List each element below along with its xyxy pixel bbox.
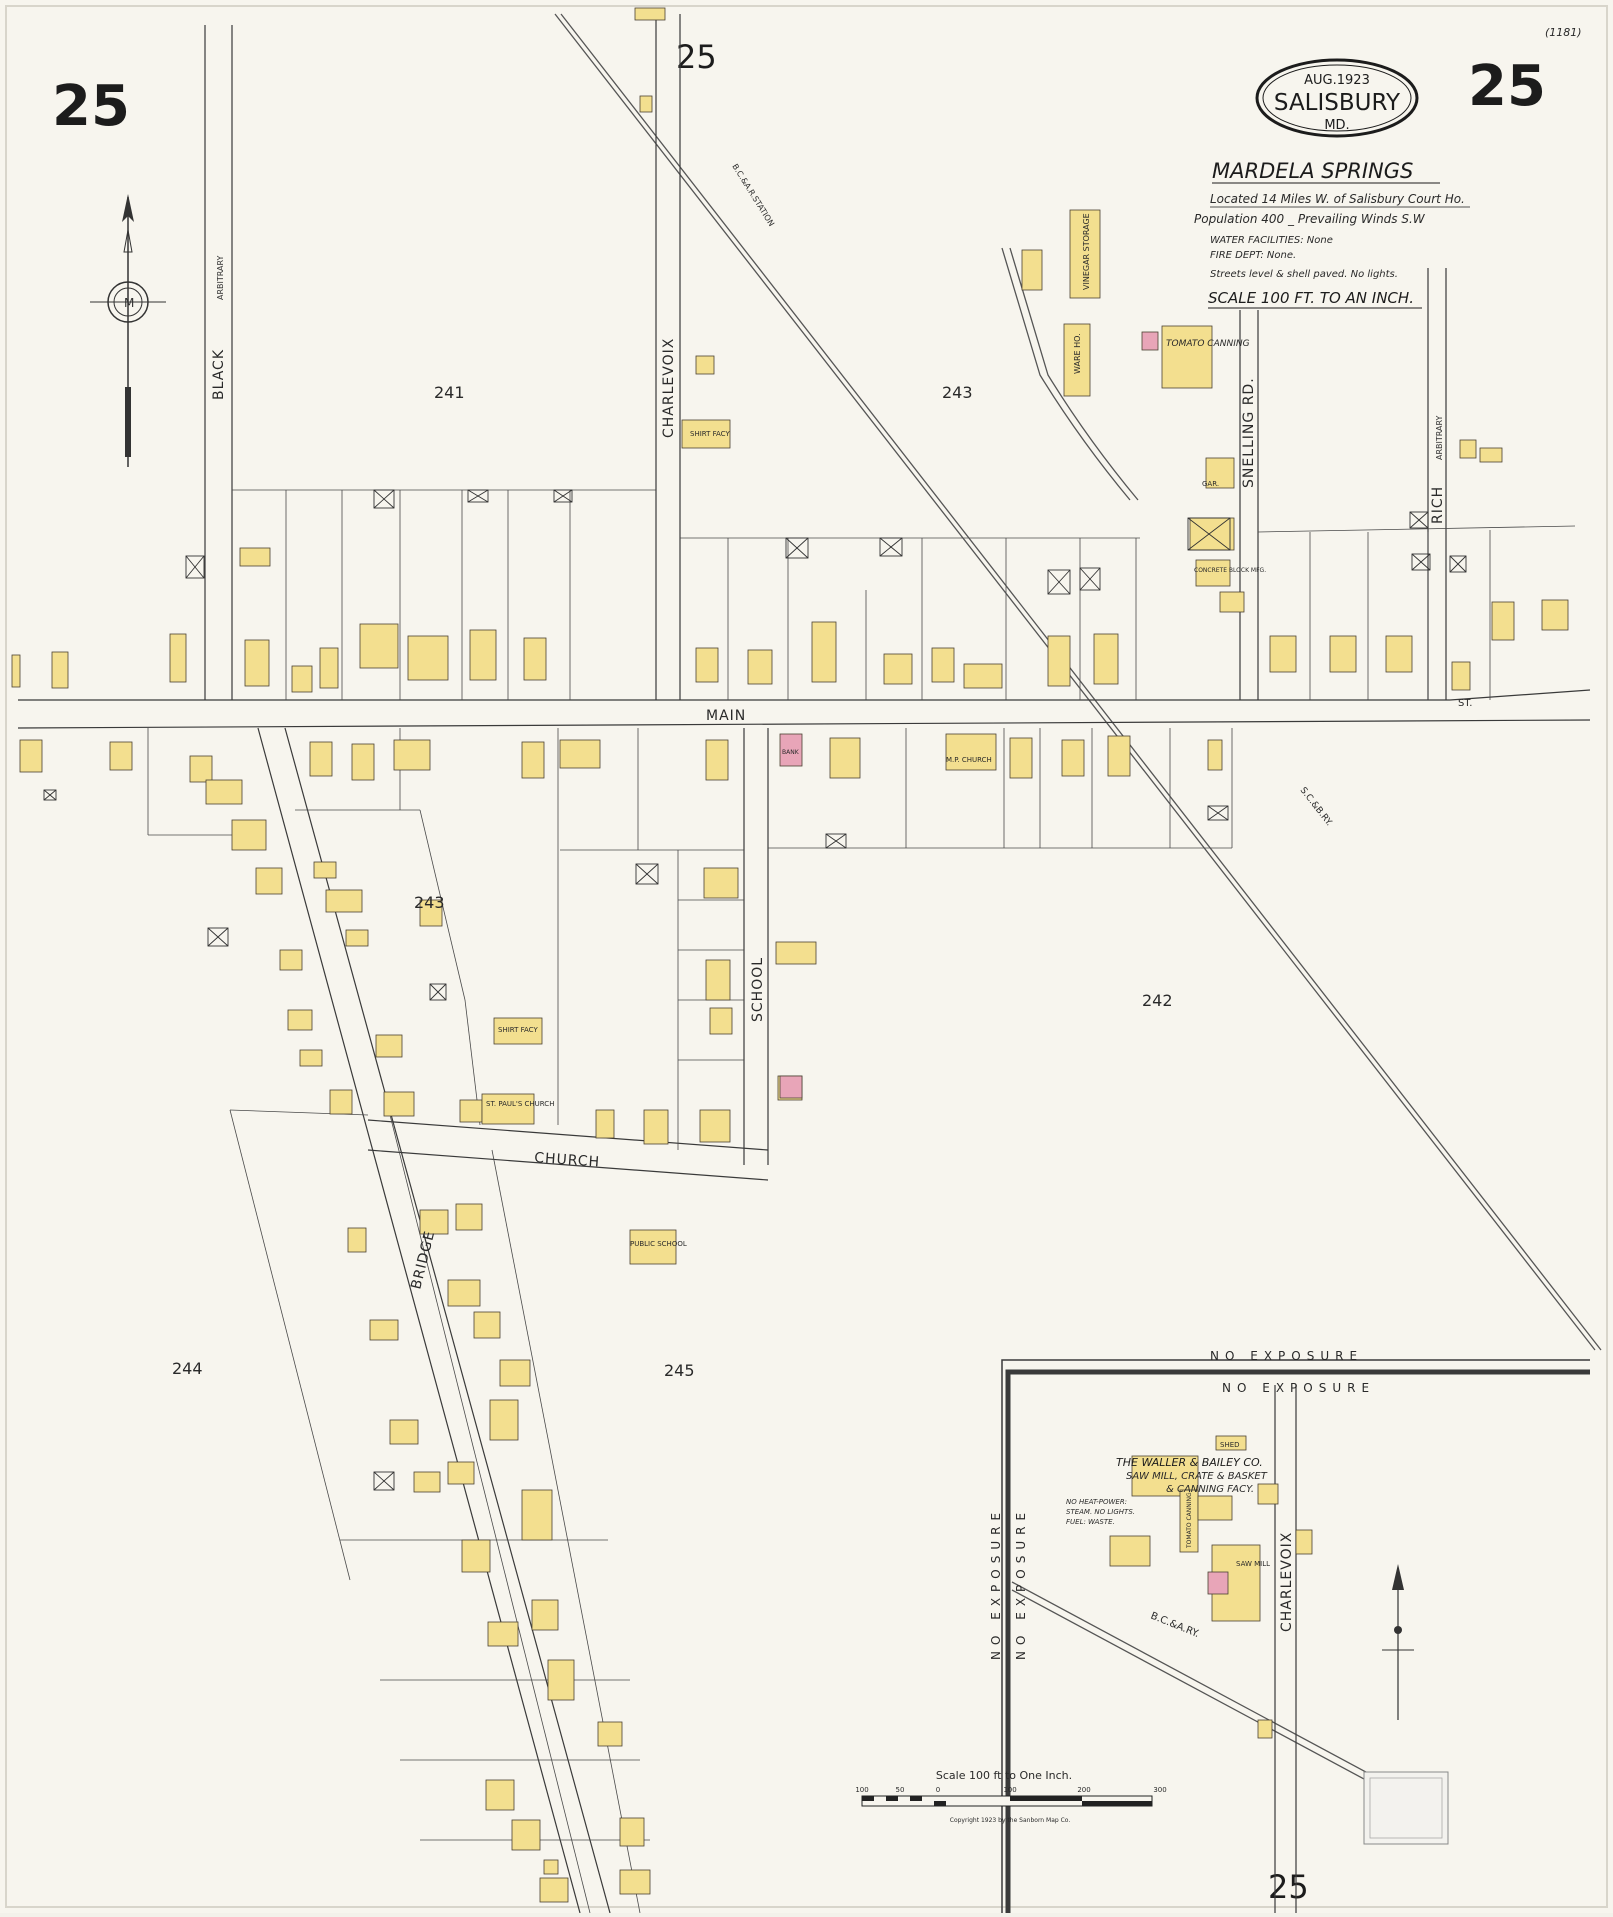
- sheet-number-top: 25: [676, 38, 717, 76]
- frame-buildings: [11, 7, 1569, 1903]
- mill-note3: FUEL: WASTE.: [1066, 1518, 1115, 1526]
- label-shirt1: SHIRT FACY: [690, 430, 730, 438]
- legend-scale: SCALE 100 FT. TO AN INCH.: [1208, 289, 1414, 307]
- street-arbitrary-east: ARBITRARY: [1435, 415, 1444, 460]
- scale-label: Scale 100 ft to One Inch.: [936, 1769, 1072, 1782]
- legend: MARDELA SPRINGS Located 14 Miles W. of S…: [1194, 159, 1470, 309]
- block-245: 245: [664, 1361, 695, 1380]
- brick-buildings: [779, 331, 1229, 1595]
- legend-line2: Population 400 _ Prevailing Winds S.W: [1194, 212, 1426, 226]
- scale-tick-5: 300: [1153, 1786, 1166, 1794]
- sheet-number-bottom: 25: [1268, 1868, 1309, 1906]
- sheet-number-right: 25: [1468, 54, 1546, 119]
- mill-name: THE WALLER & BAILEY CO.: [1116, 1456, 1263, 1469]
- scale-tick-1: 50: [896, 1786, 905, 1794]
- north-arrow-icon: [1382, 1564, 1414, 1720]
- exposure-top1: NO EXPOSURE: [1210, 1349, 1363, 1363]
- svg-text:M: M: [124, 296, 134, 310]
- streets: [17, 14, 1591, 1914]
- mill-tomato: TOMATO CANNING: [1186, 1492, 1193, 1549]
- label-warehouse: WARE HO.: [1073, 333, 1082, 374]
- mill-line2: & CANNING FACY.: [1166, 1484, 1254, 1495]
- label-mp-church: M.P. CHURCH: [946, 756, 992, 764]
- auxiliary-buildings: [43, 489, 1467, 1491]
- street-snelling: SNELLING RD.: [1241, 377, 1257, 488]
- block-244: 244: [172, 1359, 203, 1378]
- exposure-top2: NO EXPOSURE: [1222, 1381, 1375, 1395]
- scale-tick-3: 100: [1003, 1786, 1016, 1794]
- sheet-number-left: 25: [52, 74, 130, 139]
- block-243-north: 243: [942, 383, 973, 402]
- label-vinegar: VINEGAR STORAGE: [1082, 213, 1091, 290]
- oval-state: MD.: [1324, 118, 1349, 133]
- sheet-border: [5, 5, 1608, 1908]
- street-black: BLACK: [211, 349, 227, 400]
- mill-note2: STEAM. NO LIGHTS.: [1066, 1508, 1135, 1516]
- exposure-left1: NO EXPOSURE: [989, 1507, 1003, 1660]
- scale-bar: Scale 100 ft to One Inch. 100 50 0 100 2…: [855, 1769, 1166, 1824]
- legend-fire: FIRE DEPT: None.: [1210, 250, 1296, 261]
- label-concrete: CONCRETE BLOCK MFG.: [1194, 567, 1266, 574]
- no-exposure-frame: NO EXPOSURE NO EXPOSURE NO EXPOSURE NO E…: [989, 1349, 1590, 1913]
- scale-tick-0: 100: [855, 1786, 868, 1794]
- block-241: 241: [434, 383, 465, 402]
- street-school: SCHOOL: [750, 957, 766, 1022]
- legend-title: MARDELA SPRINGS: [1212, 159, 1413, 183]
- city-oval: AUG.1923 SALISBURY MD.: [1255, 58, 1419, 138]
- street-st: ST.: [1458, 698, 1472, 709]
- label-garage: GAR.: [1202, 480, 1219, 488]
- mill-shed: SHED: [1220, 1441, 1240, 1449]
- street-church: CHURCH: [534, 1150, 601, 1171]
- compass-rose-icon: M: [90, 194, 166, 467]
- corner-note: (1181): [1545, 26, 1582, 39]
- legend-line1: Located 14 Miles W. of Salisbury Court H…: [1210, 192, 1465, 206]
- street-charlevoix-south: CHARLEVOIX: [1279, 1532, 1295, 1632]
- copyright: Copyright 1923 by the Sanborn Map Co.: [950, 1817, 1071, 1824]
- street-main: MAIN: [706, 708, 746, 724]
- legend-water: WATER FACILITIES: None: [1210, 235, 1333, 246]
- street-rich: RICH: [1430, 486, 1446, 524]
- scale-tick-2: 0: [936, 1786, 940, 1794]
- label-st-paul: ST. PAUL'S CHURCH: [486, 1100, 554, 1108]
- block-242: 242: [1142, 991, 1173, 1010]
- building-labels: TOMATO CANNING VINEGAR STORAGE WARE HO. …: [486, 213, 1266, 1248]
- label-bank: BANK: [782, 749, 800, 756]
- block-243-south: 243: [414, 893, 445, 912]
- exposure-left2: NO EXPOSURE: [1014, 1507, 1028, 1660]
- mill-note1: NO HEAT-POWER:: [1066, 1498, 1127, 1506]
- mill-saw: SAW MILL: [1236, 1560, 1270, 1568]
- scale-tick-4: 200: [1077, 1786, 1090, 1794]
- street-arbitrary-west: ARBITRARY: [216, 255, 225, 300]
- label-tomato: TOMATO CANNING: [1166, 339, 1250, 349]
- library-stamp: [1363, 1771, 1449, 1845]
- oval-date: AUG.1923: [1304, 73, 1370, 88]
- label-shirt2: SHIRT FACY: [498, 1026, 538, 1034]
- mill-labels: THE WALLER & BAILEY CO. SAW MILL, CRATE …: [1066, 1441, 1270, 1568]
- block-numbers: 241 243 243 242 244 245: [172, 383, 1173, 1380]
- label-public-school: PUBLIC SCHOOL: [630, 1240, 687, 1248]
- railroads: [554, 13, 1602, 1809]
- mill-line1: SAW MILL, CRATE & BASKET: [1126, 1471, 1268, 1482]
- legend-streets: Streets level & shell paved. No lights.: [1210, 269, 1398, 280]
- oval-city: SALISBURY: [1274, 90, 1401, 116]
- street-charlevoix: CHARLEVOIX: [661, 338, 677, 438]
